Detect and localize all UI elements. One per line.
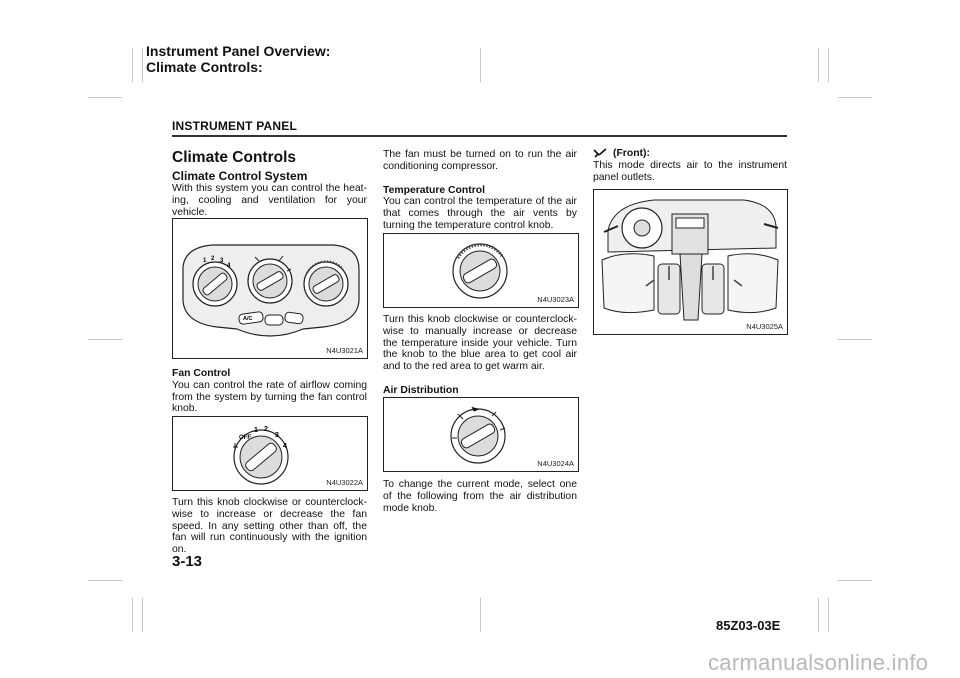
- document-code: 85Z03-03E: [716, 618, 781, 633]
- compressor-note: The fan must be turned on to run the air…: [383, 149, 577, 172]
- fan-knob-illustration: OFF 1 2 3 4: [233, 426, 289, 485]
- fan-off-label: OFF: [239, 435, 251, 441]
- mode-select-text: To change the current mode, select one o…: [383, 479, 577, 514]
- temperature-text: You can control the temperature of the a…: [383, 196, 577, 231]
- crop-mark: [142, 48, 143, 82]
- front-vent-icon: [593, 148, 607, 158]
- figure-code: N4U3025A: [746, 322, 783, 331]
- running-header: Instrument Panel Overview: Climate Contr…: [146, 43, 330, 75]
- figure-code: N4U3021A: [326, 346, 363, 355]
- mode-select-block: To change the current mode, select one o…: [383, 479, 577, 514]
- front-mode-text: This mode directs air to the instrument …: [593, 159, 787, 183]
- fan-scale-3: 3: [275, 432, 279, 439]
- crop-mark: [480, 48, 481, 82]
- temperature-detail-text: Turn this knob clockwise or counterclock…: [383, 314, 577, 373]
- crop-mark: [88, 97, 122, 98]
- header-title-line1: Instrument Panel Overview:: [146, 43, 331, 59]
- fan-scale-2: 2: [211, 256, 215, 262]
- column-1: Climate Controls Climate Control System …: [172, 149, 367, 218]
- front-mode-label: (Front):: [613, 148, 650, 159]
- fan-knob-figure: OFF 1 2 3 4 N4U3022A: [172, 416, 368, 491]
- air-distribution-heading: Air Distribution: [383, 384, 459, 396]
- fan-control-block: Fan Control You can control the rate of …: [172, 368, 367, 415]
- page-number: 3-13: [172, 553, 203, 570]
- page-heading: Climate Controls: [172, 149, 297, 166]
- temperature-knob-illustration: [452, 243, 508, 299]
- crop-mark: [88, 580, 122, 581]
- crop-mark: [818, 598, 819, 632]
- interior-airflow-illustration: [601, 199, 779, 321]
- fan-speed-block: Turn this knob clockwise or counterclock…: [172, 497, 367, 556]
- fan-scale-1: 1: [203, 258, 207, 264]
- temperature-detail-block: Turn this knob clockwise or counterclock…: [383, 314, 577, 397]
- figure-code: N4U3022A: [326, 478, 363, 487]
- fan-scale-1: 1: [254, 427, 258, 434]
- fan-scale-4: 4: [283, 443, 287, 450]
- crop-mark: [838, 580, 872, 581]
- climate-panel-illustration: 1 2 3 4 A/C: [182, 244, 360, 337]
- figure-code: N4U3023A: [537, 295, 574, 304]
- mode-knob-illustration: [450, 406, 506, 464]
- fan-control-heading: Fan Control: [172, 368, 231, 379]
- crop-mark: [88, 339, 122, 340]
- subheading: Climate Control System: [172, 169, 308, 183]
- crop-mark: [828, 598, 829, 632]
- temperature-heading: Temperature Control: [383, 184, 485, 196]
- fan-control-text: You can control the rate of airflow comi…: [172, 379, 367, 415]
- section-label: INSTRUMENT PANEL: [172, 119, 297, 133]
- crop-mark: [838, 339, 872, 340]
- crop-mark: [142, 598, 143, 632]
- ac-button-label: A/C: [243, 316, 253, 322]
- figure-code: N4U3024A: [537, 459, 574, 468]
- fan-scale-3: 3: [220, 258, 224, 264]
- front-airflow-figure: N4U3025A: [593, 189, 788, 335]
- intro-paragraph: With this system you can control the hea…: [172, 183, 367, 218]
- crop-mark: [838, 97, 872, 98]
- header-title-line2: Climate Controls:: [146, 59, 263, 75]
- fan-scale-2: 2: [264, 426, 268, 433]
- climate-panel-figure: 1 2 3 4 A/C N4U3021A: [172, 218, 368, 359]
- header-rule: [172, 135, 787, 137]
- mode-knob-figure: N4U3024A: [383, 397, 579, 472]
- crop-mark: [818, 48, 819, 82]
- column-2: The fan must be turned on to run the air…: [383, 149, 577, 232]
- crop-mark: [828, 48, 829, 82]
- crop-mark: [480, 598, 481, 632]
- watermark-text: carmanualsonline.info: [708, 650, 929, 675]
- crop-mark: [132, 48, 133, 82]
- crop-mark: [132, 598, 133, 632]
- temperature-knob-figure: N4U3023A: [383, 233, 579, 308]
- fan-speed-text: Turn this knob clockwise or counterclock…: [172, 497, 367, 556]
- fan-scale-4: 4: [227, 263, 231, 269]
- front-mode-heading: (Front):: [593, 148, 787, 160]
- column-3: (Front): This mode directs air to the in…: [593, 148, 787, 183]
